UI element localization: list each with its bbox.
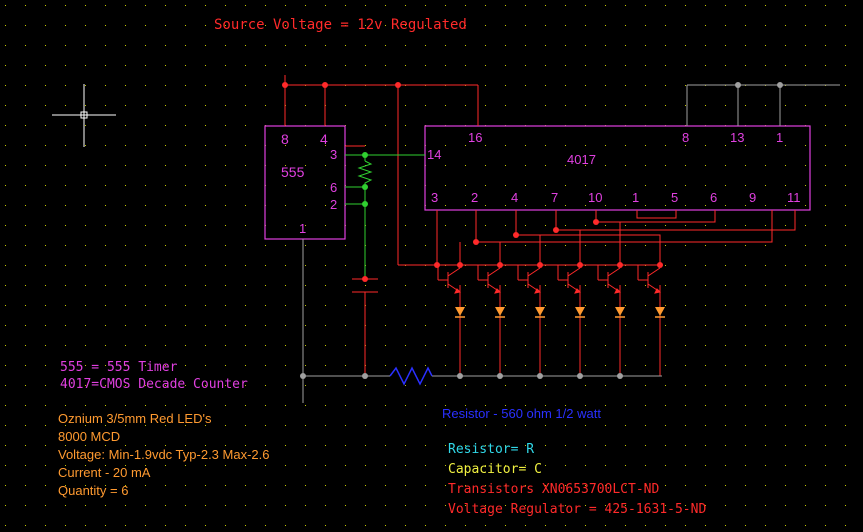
junction-gray-6: [497, 373, 503, 379]
led-info-voltage: Voltage: Min-1.9vdc Typ-2.3 Max-2.6: [58, 447, 270, 462]
ic-555-pin-1: 1: [299, 221, 307, 236]
junction-red-12: [577, 262, 583, 268]
transistor-3: [517, 265, 542, 305]
transistor-6: [637, 265, 662, 305]
junction-red-2: [322, 82, 328, 88]
ic-4017-pin-4: 4: [511, 190, 519, 205]
transistor-5: [597, 265, 622, 305]
transistor-2: [477, 265, 502, 305]
parts-resistor: Resistor= R: [448, 442, 535, 457]
ic-4017-pin-8: 8: [682, 130, 690, 145]
junction-red-8: [593, 219, 599, 225]
ic-4017-body: [424, 125, 811, 211]
junction-gray-5: [457, 373, 463, 379]
ic-4017-pin-16: 16: [468, 130, 483, 145]
junction-green-2: [362, 184, 368, 190]
ic-555-pin-4: 4: [320, 131, 328, 147]
led-5: [615, 307, 625, 318]
led-info-brightness: 8000 MCD: [58, 429, 121, 444]
led-4: [575, 307, 585, 318]
ic-555-label: 555: [281, 164, 305, 180]
junction-green-3: [362, 201, 368, 207]
ic-4017-pin-3: 3: [431, 190, 439, 205]
junction-green-1: [362, 152, 368, 158]
junction-red-15: [362, 276, 368, 282]
led-info-quantity: Quantity = 6: [58, 483, 129, 498]
ic-4017-pin-10: 10: [588, 190, 603, 205]
led-2: [495, 307, 505, 318]
junction-gray-3: [300, 373, 306, 379]
transistor-4: [557, 265, 582, 305]
junction-red-4: [434, 262, 440, 268]
junction-red-14: [657, 262, 663, 268]
junction-red-9: [457, 262, 463, 268]
ic-4017-pin-7: 7: [551, 190, 559, 205]
ic-4017-pin-1-bottom: 1: [632, 190, 640, 205]
ic-4017-pin-1-top: 1: [776, 130, 784, 145]
led-1: [455, 307, 465, 318]
junction-gray-8: [577, 373, 583, 379]
transistor-1: [437, 265, 462, 305]
ground-wires: [302, 84, 840, 403]
ic-4017-pin-14: 14: [427, 147, 442, 162]
junction-gray-9: [617, 373, 623, 379]
legend-4017: 4017=CMOS Decade Counter: [60, 377, 248, 392]
led-3: [535, 307, 545, 318]
led-array: [455, 307, 665, 318]
junction-red-7: [553, 227, 559, 233]
timing-wires: [345, 154, 425, 279]
ic-555-pin-8: 8: [281, 131, 289, 147]
ic-4017-pin-11: 11: [787, 190, 801, 205]
resistor-label: Resistor - 560 ohm 1/2 watt: [442, 406, 601, 421]
junction-red-1: [282, 82, 288, 88]
led-info-name: Oznium 3/5mm Red LED's: [58, 411, 212, 426]
junction-red-6: [513, 232, 519, 238]
ic-555-pin-3: 3: [330, 147, 338, 162]
ic-4017-pin-13: 13: [730, 130, 745, 145]
ic-555-pin-6: 6: [330, 180, 338, 195]
junction-red-3: [395, 82, 401, 88]
ic-4017-pin-9: 9: [749, 190, 757, 205]
ic-555-pin-2: 2: [330, 197, 338, 212]
ic-4017-pin-5: 5: [671, 190, 679, 205]
legend-555: 555 = 555 Timer: [60, 360, 178, 375]
junction-gray-2: [777, 82, 783, 88]
junction-red-11: [537, 262, 543, 268]
led-6: [655, 307, 665, 318]
parts-transistors: Transistors XN0653700LCT-ND: [448, 482, 660, 497]
parts-capacitor: Capacitor= C: [448, 462, 542, 477]
junction-dots: [282, 82, 783, 379]
ic-4017-pin-6: 6: [710, 190, 718, 205]
junction-gray-4: [362, 373, 368, 379]
ic-555-body: [264, 125, 346, 240]
junction-red-5: [473, 239, 479, 245]
junction-red-13: [617, 262, 623, 268]
ic-4017-label: 4017: [567, 152, 596, 167]
crosshair-cursor-icon: [52, 84, 116, 147]
led-info-current: Current - 20 mA: [58, 465, 151, 480]
resistor-symbol: [389, 366, 433, 386]
transistor-array: [437, 265, 662, 305]
junction-gray-7: [537, 373, 543, 379]
power-wires: [284, 75, 796, 376]
junction-gray-1: [735, 82, 741, 88]
source-voltage-title: Source Voltage = 12v Regulated: [214, 17, 467, 33]
junction-red-10: [497, 262, 503, 268]
parts-regulator: Voltage Regulator = 425-1631-5-ND: [448, 502, 707, 517]
ic-4017-pin-2: 2: [471, 190, 479, 205]
